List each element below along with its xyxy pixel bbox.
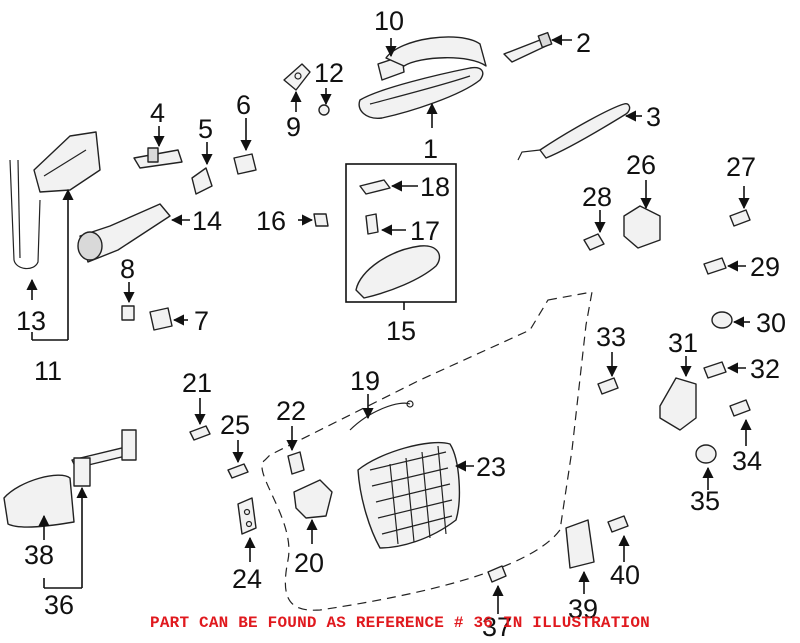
callout-35: 35 [690, 486, 720, 516]
callout-38: 38 [24, 540, 54, 570]
callout-8: 8 [120, 254, 135, 284]
part-9-bracket[interactable] [283, 63, 311, 112]
part-29-bolt[interactable] [703, 257, 746, 275]
part-28-bolt[interactable] [583, 210, 606, 251]
callout-6: 6 [236, 90, 251, 120]
callout-7: 7 [194, 306, 209, 336]
callout-23: 23 [476, 452, 506, 482]
part-19-cable[interactable] [349, 394, 414, 431]
part-27-bolt[interactable] [729, 186, 751, 227]
callout-24: 24 [232, 564, 262, 594]
callout-17: 17 [410, 216, 440, 246]
callout-30: 30 [756, 308, 786, 338]
door-outline [261, 291, 593, 611]
callout-10: 10 [374, 6, 404, 36]
callout-16: 16 [256, 206, 286, 236]
callout-3: 3 [646, 102, 661, 132]
part-13-cable[interactable] [9, 159, 41, 300]
part-23-window-regulator[interactable] [357, 441, 474, 549]
part-37-bolt[interactable] [487, 565, 507, 614]
part-4-rod-clip[interactable] [133, 126, 183, 169]
callout-20: 20 [294, 548, 324, 578]
part-38-check-strap-cover[interactable] [3, 474, 75, 540]
part-24-hinge-plate[interactable] [237, 497, 257, 562]
callout-13: 13 [16, 306, 46, 336]
part-6-bushing[interactable] [233, 118, 257, 175]
part-35-plug[interactable] [695, 444, 717, 490]
callout-29: 29 [750, 252, 780, 282]
part-22-clip[interactable] [286, 426, 305, 475]
callout-2: 2 [576, 28, 591, 58]
part-3-handle-frame[interactable] [517, 102, 642, 161]
part-20-latch[interactable] [293, 479, 333, 544]
callout-19: 19 [350, 366, 380, 396]
callout-26: 26 [626, 150, 656, 180]
part-40-bolt[interactable] [607, 515, 630, 562]
part-26-bracket[interactable] [623, 180, 661, 249]
callout-27: 27 [726, 152, 756, 182]
callout-40: 40 [610, 560, 640, 590]
callout-28: 28 [582, 182, 612, 212]
callout-34: 34 [732, 446, 762, 476]
callout-5: 5 [198, 114, 213, 144]
callout-11: 11 [34, 356, 62, 386]
part-5-clip[interactable] [191, 142, 213, 195]
callout-22: 22 [276, 396, 306, 426]
part-14-lock-actuator[interactable] [77, 203, 190, 263]
callout-31: 31 [668, 328, 698, 358]
callout-18: 18 [420, 172, 450, 202]
callout-33: 33 [596, 322, 626, 352]
part-36-door-check[interactable] [43, 429, 137, 589]
part-12-screw[interactable] [318, 88, 332, 116]
part-33-bolt[interactable] [597, 352, 619, 395]
callout-21: 21 [182, 368, 212, 398]
part-10-handle-cap[interactable] [377, 36, 487, 81]
callout-4: 4 [150, 98, 165, 128]
callout-25: 25 [220, 410, 250, 440]
part-1-outer-handle[interactable] [358, 66, 484, 128]
footer-note: PART CAN BE FOUND AS REFERENCE # 36 IN I… [150, 614, 650, 632]
part-8-clip[interactable] [121, 282, 135, 321]
part-25-bolt[interactable] [227, 440, 249, 479]
callout-14: 14 [192, 206, 222, 236]
part-30-plug[interactable] [711, 311, 750, 329]
callout-39: 39 [568, 594, 598, 624]
part-39-pad[interactable] [565, 519, 595, 594]
callout-12: 12 [314, 58, 344, 88]
callout-32: 32 [750, 354, 780, 384]
part-34-bolt[interactable] [729, 399, 752, 446]
part-32-bolt[interactable] [703, 361, 746, 379]
callout-36: 36 [44, 590, 74, 620]
part-15-inner-handle-kit[interactable] [345, 163, 457, 310]
part-16-bolt[interactable] [298, 213, 329, 227]
callout-1: 1 [423, 134, 438, 164]
callout-9: 9 [286, 112, 301, 142]
part-21-bolt[interactable] [189, 398, 211, 441]
callout-37: 37 [482, 612, 512, 642]
callout-15: 15 [386, 316, 416, 346]
part-31-striker-bracket[interactable] [659, 356, 697, 431]
part-2-lock-cylinder[interactable] [503, 31, 572, 63]
part-7-cap[interactable] [149, 307, 188, 331]
part-11-door-latch[interactable] [31, 131, 101, 341]
